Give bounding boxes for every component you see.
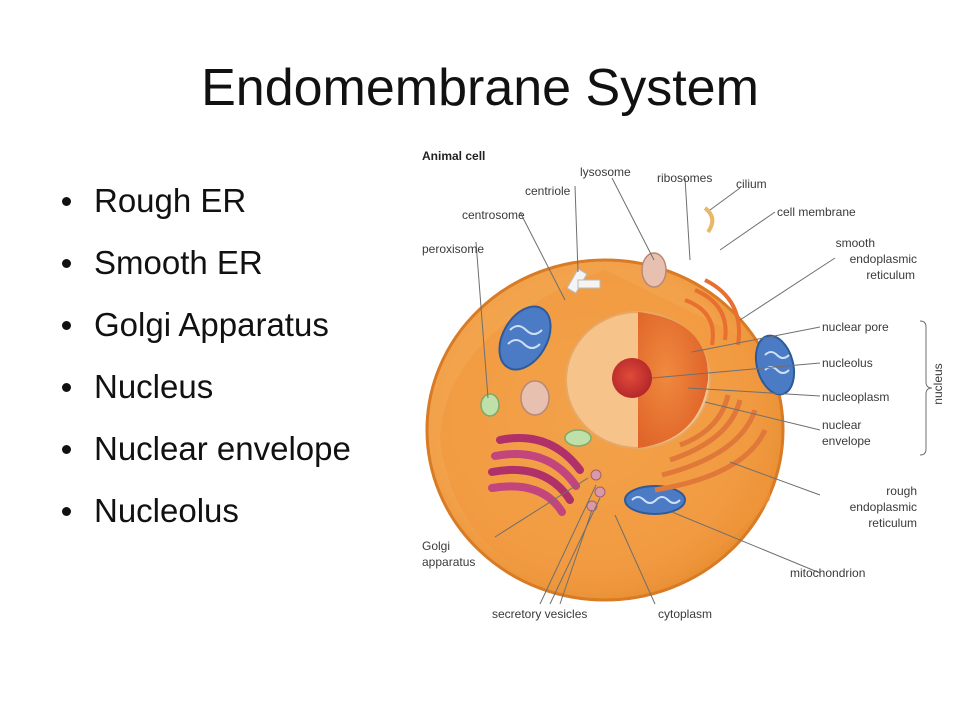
label-centriole: centriole [525,184,571,198]
mitochondrion-icon [624,485,686,515]
label-rough-er-3: reticulum [868,516,917,530]
label-peroxisome: peroxisome [422,242,484,256]
bullet-item: Nucleolus [58,486,351,548]
label-lysosome: lysosome [580,165,631,179]
label-smooth-er-2: endoplasmic [850,252,917,266]
bullet-item: Nuclear envelope [58,424,351,486]
bullet-list: Rough ER Smooth ER Golgi Apparatus Nucle… [58,176,351,548]
label-cilium: cilium [736,177,767,191]
lysosome [520,380,550,416]
label-golgi-1: Golgi [422,539,450,553]
bullet-item: Smooth ER [58,238,351,300]
label-nuclear-envelope-2: envelope [822,434,871,448]
smooth-er [684,278,741,346]
label-nuclear-envelope-1: nuclear [822,418,861,432]
label-ribosomes: ribosomes [657,171,712,185]
peroxisome [564,429,592,447]
label-centrosome: centrosome [462,208,525,222]
animal-cell-svg: Animal cell [422,149,945,621]
nucleolus [612,358,652,398]
label-cell-membrane: cell membrane [777,205,856,219]
label-nucleus-bracket: nucleus [931,363,945,404]
label-mitochondrion: mitochondrion [790,566,865,580]
centriole-icon [566,268,601,294]
label-nuclear-pore: nuclear pore [822,320,889,334]
diagram-title: Animal cell [422,149,485,163]
bullet-item: Golgi Apparatus [58,300,351,362]
label-smooth-er-1: smooth [836,236,875,250]
label-secretory-vesicles: secretory vesicles [492,607,587,621]
leader-lines [475,177,836,605]
label-cytoplasm: cytoplasm [658,607,712,621]
nucleus-bracket [919,320,933,456]
peroxisome [480,393,500,417]
bullet-item: Rough ER [58,176,351,238]
lysosome [641,252,667,288]
mitochondrion-icon [498,305,552,371]
cilium-icon [703,206,715,234]
label-nucleoplasm: nucleoplasm [822,390,889,404]
bullet-item: Nucleus [58,362,351,424]
animal-cell-diagram: Animal cell [400,140,960,630]
label-rough-er-1: rough [886,484,917,498]
slide-title: Endomembrane System [201,59,759,117]
label-golgi-2: apparatus [422,555,475,569]
nucleoplasm [638,312,709,448]
label-rough-er-2: endoplasmic [850,500,917,514]
label-smooth-er-3: reticulum [866,268,915,282]
mitochondrion-icon [754,334,796,396]
label-nucleolus: nucleolus [822,356,873,370]
rough-er [654,394,768,493]
